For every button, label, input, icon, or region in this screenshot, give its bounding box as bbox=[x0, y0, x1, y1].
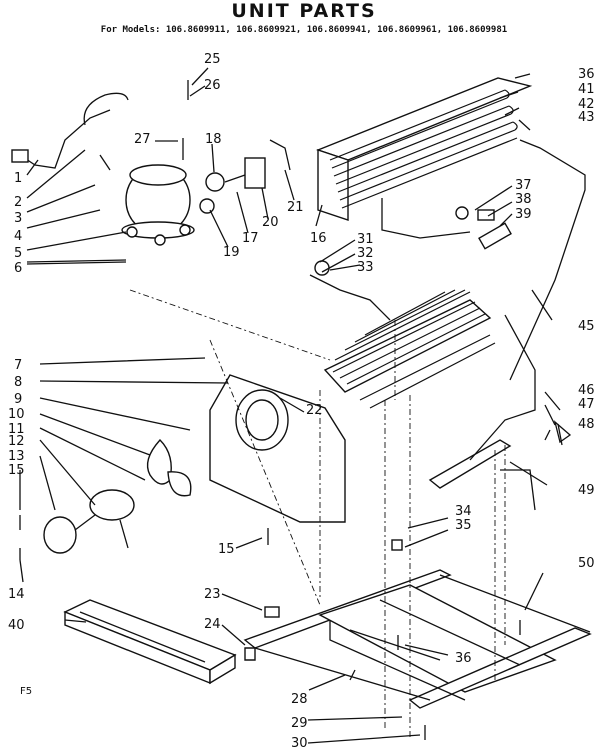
misc-hardware bbox=[19, 206, 572, 740]
callout-15-center: 15 bbox=[218, 542, 235, 557]
callout-21: 21 bbox=[287, 200, 304, 215]
diagram-title: UNIT PARTS bbox=[231, 0, 377, 22]
callout-29: 29 bbox=[291, 716, 308, 731]
callout-34: 34 bbox=[455, 504, 472, 519]
callout-33: 33 bbox=[357, 260, 374, 275]
callout-9: 9 bbox=[14, 392, 22, 407]
callout-6: 6 bbox=[14, 261, 22, 276]
callout-39: 39 bbox=[515, 207, 532, 222]
leader-lines-dashed bbox=[129, 289, 506, 740]
evaporator-coil bbox=[309, 274, 496, 409]
base-frame bbox=[243, 569, 592, 709]
drain-pan bbox=[63, 599, 237, 685]
callout-49: 49 bbox=[578, 483, 595, 498]
callout-10: 10 bbox=[8, 407, 25, 422]
callout-43: 43 bbox=[578, 110, 595, 125]
callout-2: 2 bbox=[14, 195, 22, 210]
callout-1: 1 bbox=[14, 171, 22, 186]
fan-bracket bbox=[209, 374, 346, 523]
callout-22: 22 bbox=[306, 403, 323, 418]
callout-26: 26 bbox=[204, 78, 221, 93]
callout-23: 23 bbox=[204, 587, 221, 602]
footer-code: F5 bbox=[20, 686, 32, 697]
callout-35: 35 bbox=[455, 518, 472, 533]
callout-13: 13 bbox=[8, 449, 25, 464]
callout-4: 4 bbox=[14, 229, 22, 244]
callout-7: 7 bbox=[14, 358, 22, 373]
power-cord bbox=[11, 92, 129, 171]
callout-3: 3 bbox=[14, 211, 22, 226]
callout-17: 17 bbox=[242, 231, 259, 246]
condenser-coil bbox=[315, 77, 586, 381]
callout-48: 48 bbox=[578, 417, 595, 432]
callout-labels: 1 2 3 4 5 6 7 8 9 10 11 12 13 14 15 15 1… bbox=[8, 52, 595, 751]
callout-11: 11 bbox=[8, 422, 25, 437]
callout-36-bottom: 36 bbox=[455, 651, 472, 666]
callout-32: 32 bbox=[357, 246, 374, 261]
callout-15-left: 15 bbox=[8, 463, 25, 478]
callout-8: 8 bbox=[14, 375, 22, 390]
leader-lines bbox=[19, 67, 563, 744]
callout-19: 19 bbox=[223, 245, 240, 260]
callout-41: 41 bbox=[578, 82, 595, 97]
callout-12: 12 bbox=[8, 434, 25, 449]
callout-36-top: 36 bbox=[578, 67, 595, 82]
model-list: For Models: 106.8609911, 106.8609921, 10… bbox=[100, 25, 508, 35]
callout-16: 16 bbox=[310, 231, 327, 246]
callout-25: 25 bbox=[204, 52, 221, 67]
callout-18: 18 bbox=[205, 132, 222, 147]
callout-38: 38 bbox=[515, 192, 532, 207]
callout-47: 47 bbox=[578, 397, 595, 412]
callout-46: 46 bbox=[578, 383, 595, 398]
callout-27: 27 bbox=[134, 132, 151, 147]
callout-5: 5 bbox=[14, 246, 22, 261]
callout-14: 14 bbox=[8, 587, 25, 602]
callout-28: 28 bbox=[291, 692, 308, 707]
callout-31: 31 bbox=[357, 232, 374, 247]
callout-40: 40 bbox=[8, 618, 25, 633]
callout-37: 37 bbox=[515, 178, 532, 193]
callout-45: 45 bbox=[578, 319, 595, 334]
compressor bbox=[121, 164, 195, 246]
callout-24: 24 bbox=[204, 617, 221, 632]
callout-20: 20 bbox=[262, 215, 279, 230]
relay-overload bbox=[182, 80, 291, 214]
callout-42: 42 bbox=[578, 97, 595, 112]
callout-30: 30 bbox=[291, 736, 308, 751]
fan-assembly bbox=[43, 438, 192, 554]
callout-50: 50 bbox=[578, 556, 595, 571]
